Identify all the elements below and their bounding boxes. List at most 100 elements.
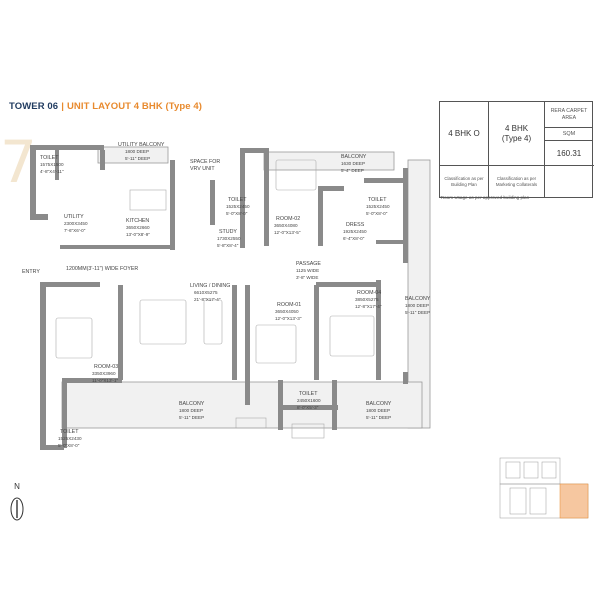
area-value-cell: 160.31 xyxy=(545,141,593,165)
bed-room01 xyxy=(255,324,297,364)
unit-label: SQM xyxy=(562,131,576,137)
label: ROOM-02 xyxy=(276,216,300,222)
balcony-fixture xyxy=(235,417,267,429)
classification-marketing-2: Marketing Collaterals xyxy=(495,181,538,187)
label: 21'-8"X17'-4" xyxy=(194,297,221,302)
label: 5'-0"X8'-0" xyxy=(226,211,248,216)
area-table: 4 BHK O 4 BHK (Type 4) RERA CARPET AREA … xyxy=(439,101,594,198)
page-title: TOWER 06|UNIT LAYOUT 4 BHK (Type 4) xyxy=(9,101,202,112)
label: 6'-4"X8'-0" xyxy=(343,236,365,241)
label: LIVING / DINING xyxy=(190,283,230,289)
wall xyxy=(30,214,48,220)
label: UTILITY BALCONY xyxy=(118,142,165,148)
bed-room03 xyxy=(55,317,93,359)
label: 5'-0"X8'-0" xyxy=(366,211,388,216)
label: 6610X5275 xyxy=(194,290,218,295)
wall xyxy=(170,160,175,250)
north-arrow-icon xyxy=(10,497,24,521)
label: UTILITY xyxy=(64,214,84,220)
balcony-top xyxy=(263,151,395,171)
label: 1925X2450 xyxy=(343,229,367,234)
wall xyxy=(30,145,104,150)
label: 1800 DEEP xyxy=(125,149,149,154)
wall xyxy=(40,282,46,450)
wall xyxy=(318,186,344,191)
wall xyxy=(60,245,175,249)
unit-layout-label: UNIT LAYOUT 4 BHK (Type 4) xyxy=(66,101,203,112)
label: TOILET xyxy=(60,429,79,435)
label: 1800 DEEP xyxy=(366,408,390,413)
wall xyxy=(240,148,245,248)
balconies xyxy=(61,146,431,429)
dining-table xyxy=(203,299,223,345)
key-plan-highlight xyxy=(559,483,589,519)
label: 1630 DEEP xyxy=(341,161,365,166)
label: 1525X2430 xyxy=(58,436,82,441)
classification-plan-2: Building Plan xyxy=(451,181,477,187)
plan-type: 4 BHK O xyxy=(448,129,480,138)
area-value: 160.31 xyxy=(556,148,582,158)
wall xyxy=(278,405,338,410)
classification-marketing: Classification as per xyxy=(496,175,537,181)
entry-label: ENTRY xyxy=(22,269,40,275)
wall xyxy=(245,285,250,405)
wall xyxy=(364,178,408,183)
wall xyxy=(40,445,64,450)
label: TOILET xyxy=(40,155,59,161)
label: 1800 DEEP xyxy=(405,303,429,308)
key-plan-block xyxy=(523,461,539,479)
label: 5'-8"X8'-4" xyxy=(217,243,239,248)
wall xyxy=(332,380,337,430)
label: TOILET xyxy=(228,197,247,203)
wall xyxy=(100,150,105,170)
room-labels: TOILET 1575X1500 4'-8"X4'-11" UTILITY BA… xyxy=(22,142,431,448)
label: 3650X2660 xyxy=(126,225,150,230)
label: 1525X2450 xyxy=(366,204,390,209)
room-usage-note: *Room Usage as per approved building pla… xyxy=(439,195,530,200)
wall xyxy=(30,145,36,220)
label: ROOM-03 xyxy=(94,364,118,370)
wall xyxy=(118,285,123,380)
rera-header: RERA CARPET AREA xyxy=(545,102,593,128)
label: 12'-8"X17'-4" xyxy=(355,304,382,309)
label: SPACE FOR xyxy=(190,159,220,165)
plan-type-cell: 4 BHK O xyxy=(440,102,489,165)
key-plan-block xyxy=(505,461,521,479)
label: VRV UNIT xyxy=(190,166,215,172)
label: ROOM-01 xyxy=(277,302,301,308)
label: 12'-0"X13'-3" xyxy=(275,316,302,321)
fixtures xyxy=(55,159,375,439)
label: 1575X1500 xyxy=(40,162,64,167)
label: 8'-0"X5'-3" xyxy=(297,405,319,410)
label: TOILET xyxy=(368,197,387,203)
label: BALCONY xyxy=(366,401,392,407)
wall xyxy=(210,180,215,225)
label: BALCONY xyxy=(405,296,431,302)
key-plan-block xyxy=(541,461,557,479)
label: 11'-0"X13'-1" xyxy=(92,378,118,383)
empty-cell xyxy=(545,165,594,197)
label: BALCONY xyxy=(179,401,205,407)
tower-label: TOWER 06 xyxy=(9,101,59,112)
wall xyxy=(403,372,408,384)
wall xyxy=(314,285,319,380)
label: 3350X3960 xyxy=(92,371,116,376)
north-indicator: N xyxy=(9,482,25,522)
kitchen-counter xyxy=(129,189,167,211)
label: 2300X3450 xyxy=(64,221,88,226)
label: 1125 WIDE xyxy=(296,268,319,273)
label: 12'-0"X13'-5" xyxy=(274,230,301,235)
label: 7'-6"X6'-0" xyxy=(64,228,86,233)
unit-header: SQM xyxy=(545,128,593,141)
wall xyxy=(278,380,283,430)
wall xyxy=(316,282,376,287)
title-separator: | xyxy=(61,101,64,112)
wall xyxy=(376,240,406,244)
label: 1800 DEEP xyxy=(179,408,203,413)
label: 4'-8"X4'-11" xyxy=(40,169,64,174)
rera-label-2: AREA xyxy=(561,114,577,121)
wall xyxy=(40,282,100,287)
label: 2450X1600 xyxy=(297,398,321,403)
wall xyxy=(55,150,59,180)
key-plan xyxy=(499,457,589,519)
